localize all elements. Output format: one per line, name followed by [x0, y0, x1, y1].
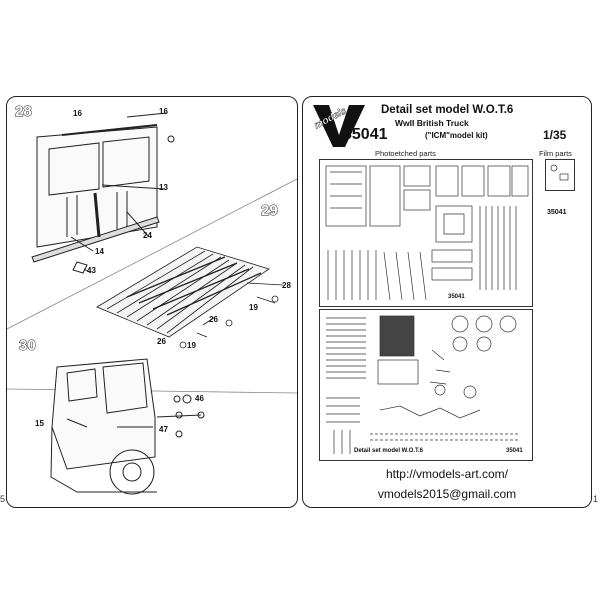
callout-47: 47 — [159, 425, 168, 434]
step-number-30: 30 — [19, 337, 37, 355]
step-28-drawing — [7, 112, 297, 330]
callout-19b: 19 — [187, 341, 196, 350]
website-link[interactable]: http://vmodels-art.com/ — [385, 467, 509, 481]
callout-46: 46 — [195, 394, 204, 403]
step-30-drawing — [50, 358, 205, 495]
callout-26b: 26 — [157, 337, 166, 346]
side-mark-right: 1 — [593, 494, 599, 504]
callout-13: 13 — [159, 183, 168, 192]
callout-15: 15 — [35, 419, 44, 428]
product-subtitle: WwII British Truck — [395, 118, 469, 128]
instruction-panel: 28 29 30 16 16 13 24 14 43 28 19 26 26 1… — [6, 96, 298, 508]
fret-lower-title: Detail set model W.O.T.6 — [354, 448, 424, 454]
assembly-drawings — [7, 112, 297, 495]
scale: 1/35 — [543, 128, 567, 142]
callout-24: 24 — [143, 231, 152, 240]
parts-panel: V models Detail set model W.O.T.6 WwII B… — [302, 96, 592, 508]
callout-19a: 19 — [249, 303, 258, 312]
fret-upper-code: 35041 — [448, 294, 465, 300]
callout-16b: 16 — [159, 107, 168, 116]
product-number: 35041 — [343, 126, 388, 143]
photoetched-fret-upper: 35041 — [319, 159, 533, 307]
kit-note: ("ICM"model kit) — [425, 131, 488, 140]
side-mark-left: 5 — [0, 494, 6, 504]
film-parts-sheet — [545, 159, 575, 191]
step-number-28: 28 — [15, 103, 33, 121]
callout-14: 14 — [95, 247, 104, 256]
email-link[interactable]: vmodels2015@gmail.com — [377, 487, 517, 501]
callout-43: 43 — [87, 266, 96, 275]
callout-28: 28 — [282, 281, 291, 290]
photoetched-fret-lower: Detail set model W.O.T.6 35041 — [319, 309, 533, 461]
photoetched-label: Photoetched parts — [375, 149, 436, 158]
film-label: Film parts — [539, 149, 572, 158]
brand-logo — [313, 105, 365, 147]
film-sheet-code: 35041 — [547, 209, 567, 216]
callout-26a: 26 — [209, 315, 218, 324]
product-title: Detail set model W.O.T.6 — [381, 104, 514, 116]
step-number-29: 29 — [261, 202, 279, 220]
fret-lower-code: 35041 — [506, 448, 523, 454]
step-29-drawing — [7, 246, 297, 394]
callout-16a: 16 — [73, 109, 82, 118]
